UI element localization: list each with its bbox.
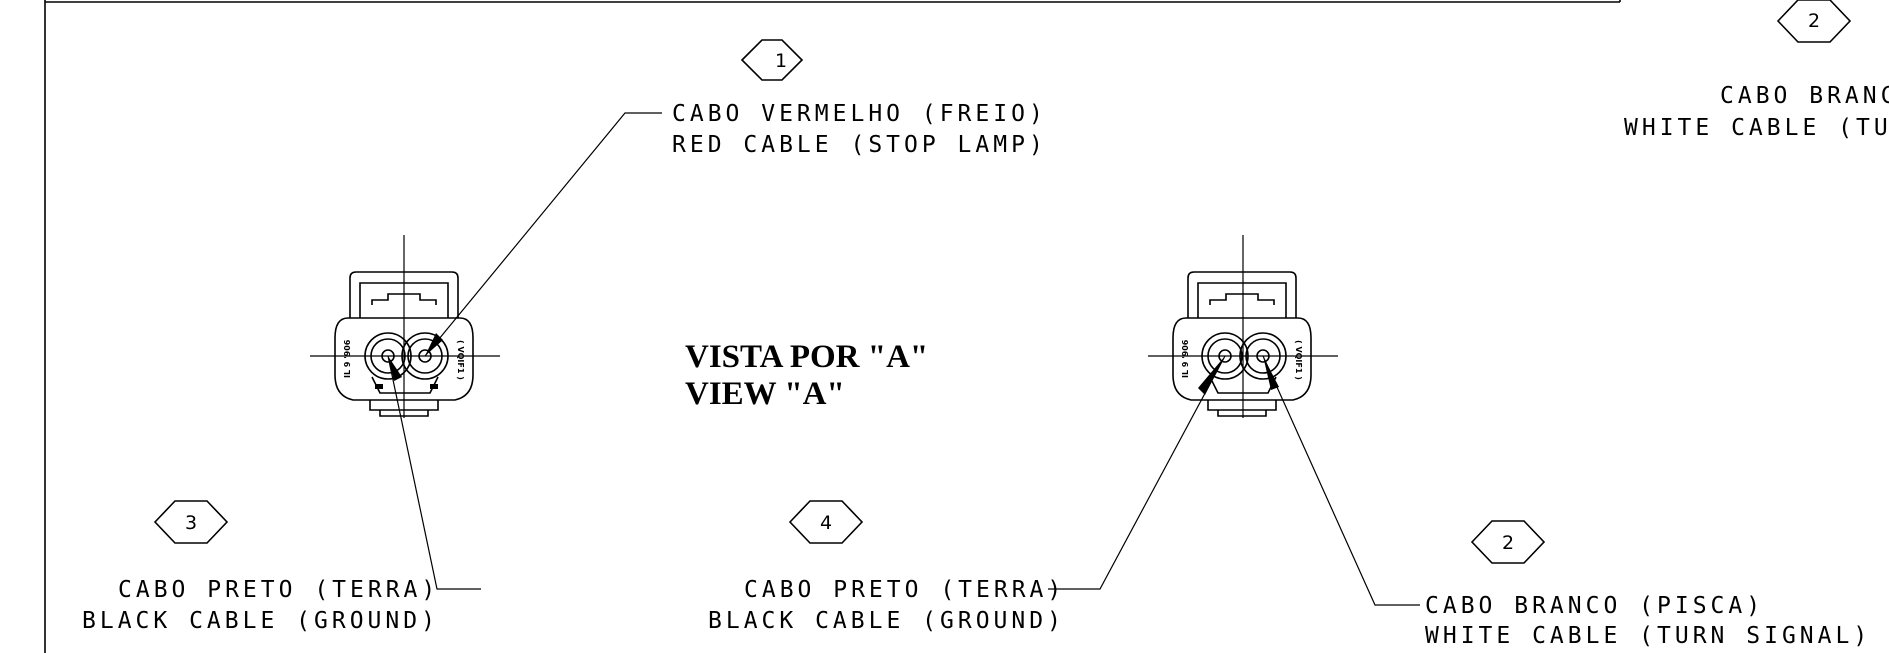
view-title-en: VIEW "A" — [685, 376, 845, 412]
callout-2-top-label-pt: CABO BRANCO — [1720, 83, 1889, 109]
drawing-frame — [0, 0, 1621, 653]
callout-2-top: 2 CABO BRANCO WHITE CABLE (TURN — [1624, 0, 1889, 141]
leader-2 — [1262, 355, 1420, 606]
connector-right: IL 9 '906 ( VQIF1 ) — [1148, 235, 1338, 418]
connector-left-side-mark: ( VQIF1 ) — [456, 340, 465, 380]
leader-4 — [1048, 355, 1226, 590]
callout-1-label-pt: CABO VERMELHO (FREIO) — [672, 101, 1047, 127]
view-title-pt: VISTA POR "A" — [685, 339, 928, 375]
connector-left: IL 9 '906 ( VQIF1 ) — [310, 235, 500, 418]
callout-2-bottom-label-pt: CABO BRANCO (PISCA) — [1425, 593, 1764, 619]
callout-1-number: 1 — [775, 50, 787, 72]
connector-right-side-mark: ( VQIF1 ) — [1294, 340, 1303, 380]
leader-1 — [424, 112, 662, 357]
callout-1: 1 CABO VERMELHO (FREIO) RED CABLE (STOP … — [672, 39, 1047, 158]
callout-3-label-en: BLACK CABLE (GROUND) — [82, 608, 439, 634]
callout-3: 3 CABO PRETO (TERRA) BLACK CABLE (GROUND… — [82, 500, 439, 634]
callout-3-label-pt: CABO PRETO (TERRA) — [118, 577, 439, 603]
callout-2-bottom-label-en: WHITE CABLE (TURN SIGNAL) — [1425, 623, 1871, 649]
callout-4: 4 CABO PRETO (TERRA) BLACK CABLE (GROUND… — [708, 500, 1065, 634]
callout-4-label-pt: CABO PRETO (TERRA) — [744, 577, 1065, 603]
callout-2-bottom: 2 CABO BRANCO (PISCA) WHITE CABLE (TURN … — [1425, 520, 1871, 649]
connector-left-part-code: IL 9 '906 — [343, 339, 352, 378]
callout-2-top-number: 2 — [1808, 10, 1820, 32]
callout-4-number: 4 — [820, 512, 832, 534]
view-title: VISTA POR "A" VIEW "A" — [685, 339, 928, 412]
leader-3 — [387, 355, 481, 590]
callout-4-label-en: BLACK CABLE (GROUND) — [708, 608, 1065, 634]
callout-2-top-label-en: WHITE CABLE (TURN — [1624, 115, 1889, 141]
connector-right-part-code: IL 9 '906 — [1181, 339, 1190, 378]
callout-2-bottom-number: 2 — [1502, 532, 1514, 554]
callout-1-label-en: RED CABLE (STOP LAMP) — [672, 132, 1047, 158]
callout-3-number: 3 — [185, 512, 197, 534]
